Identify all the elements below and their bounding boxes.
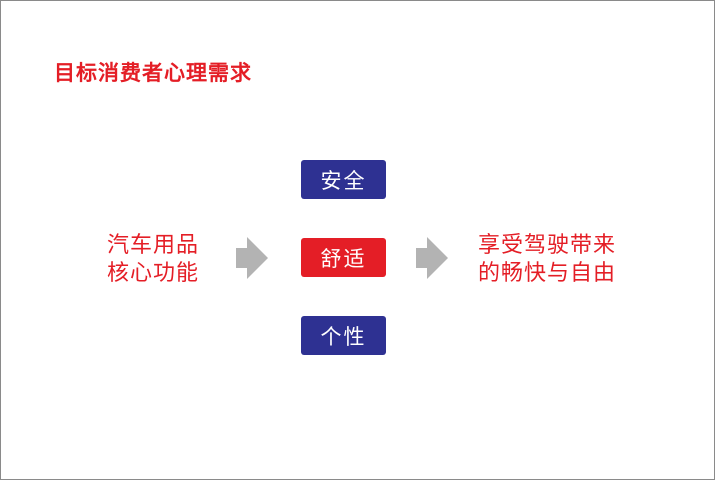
left-text-line: 核心功能: [107, 261, 200, 286]
left-text: 汽车用品 核心功能: [107, 232, 199, 288]
box-personality: 个性: [301, 316, 386, 355]
left-text-line: 汽车用品: [107, 233, 200, 258]
right-text-line: 的畅快与自由: [478, 261, 617, 286]
box-comfort: 舒适: [301, 238, 386, 277]
slide-title: 目标消费者心理需求: [54, 61, 252, 85]
right-text-line: 享受驾驶带来: [478, 233, 617, 258]
right-arrow-icon: [236, 237, 268, 279]
right-arrow-icon: [416, 237, 448, 279]
box-safety: 安全: [301, 160, 386, 199]
right-text: 享受驾驶带来 的畅快与自由: [478, 232, 616, 288]
